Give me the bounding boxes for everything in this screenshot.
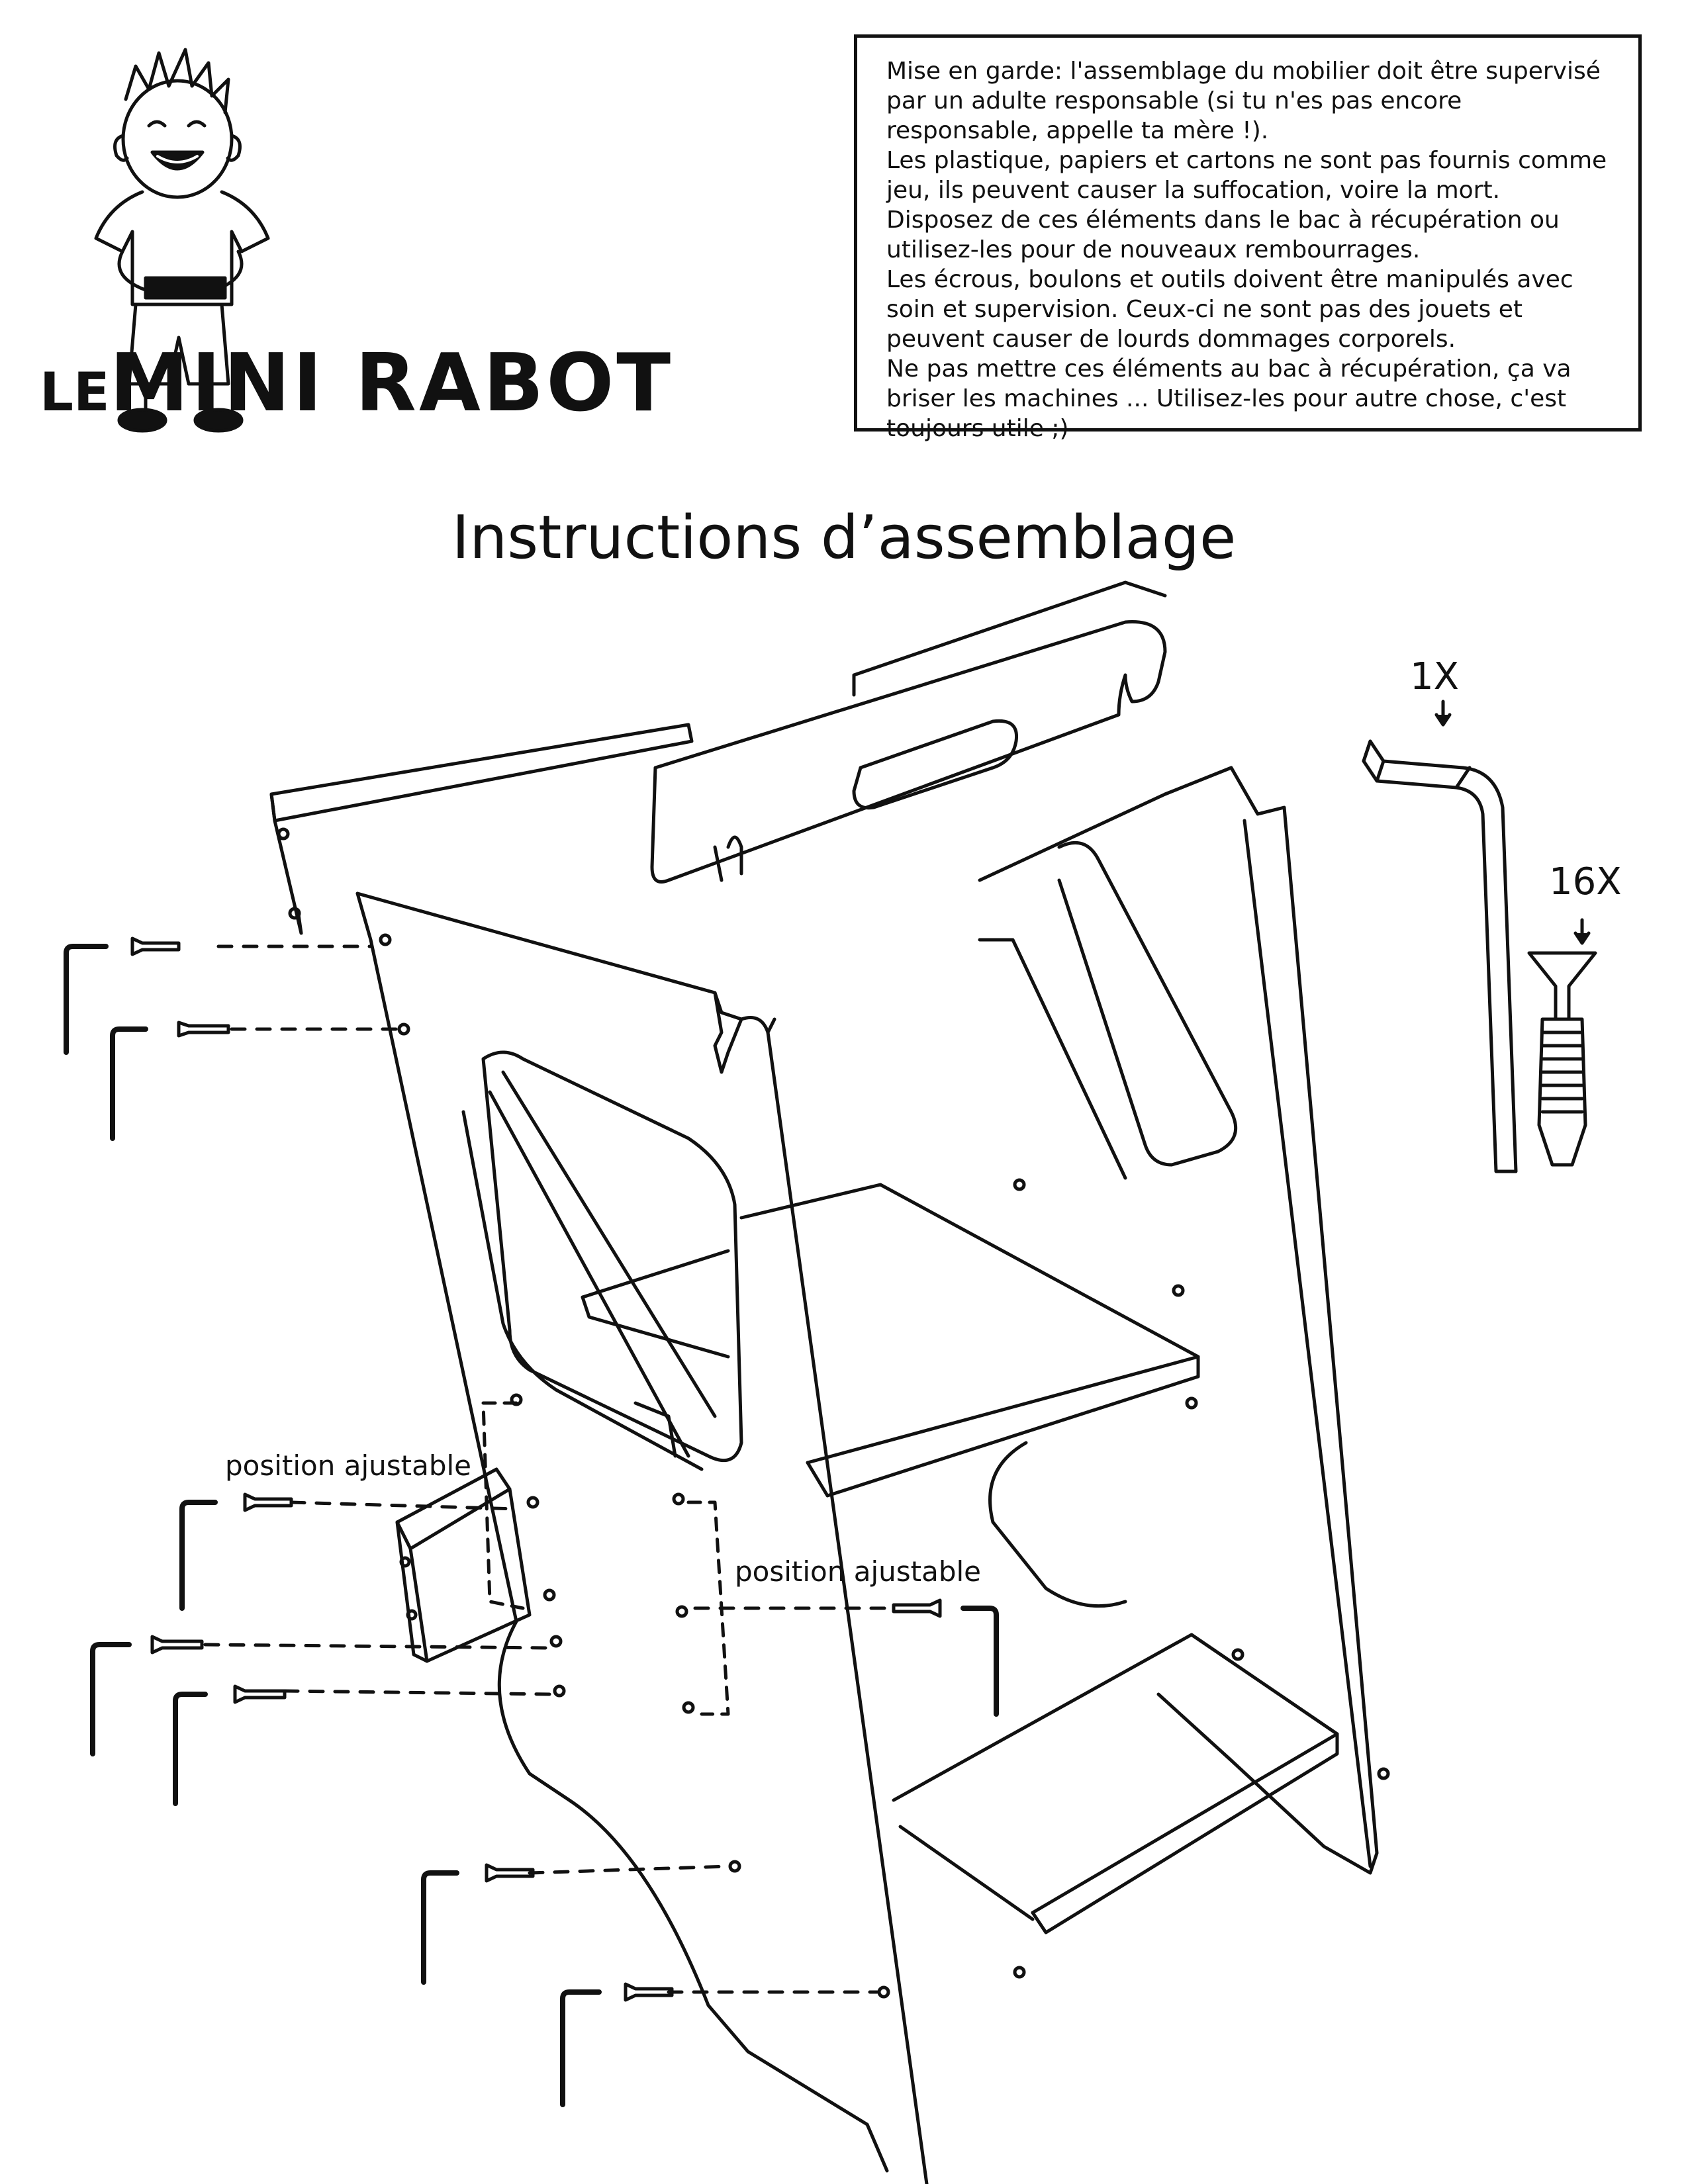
qty-arrows xyxy=(1434,700,1591,945)
adjustable-bracket-left xyxy=(481,1401,525,1610)
page-title: Instructions d’assemblage xyxy=(451,503,1237,572)
top-rail-left xyxy=(269,723,694,935)
logo-wordmark: LEMINI RABOT xyxy=(40,344,673,424)
warning-paragraph-1: Mise en garde: l'assemblage du mobilier … xyxy=(886,58,1601,144)
screw-guide-lines xyxy=(203,944,889,1994)
mini-rabot-logo xyxy=(94,48,270,433)
logo-wordmark-prefix: LE xyxy=(40,361,110,423)
screw-part xyxy=(1527,951,1597,1167)
lower-step xyxy=(892,1633,1339,1979)
adjustable-position-label-right: position ajustable xyxy=(735,1555,981,1588)
logo-wordmark-main: MINI RABOT xyxy=(109,338,674,430)
left-side-panel xyxy=(355,891,929,2184)
warning-paragraph-2: Les plastique, papiers et cartons ne son… xyxy=(886,147,1607,263)
screws xyxy=(130,936,942,2002)
allen-keys xyxy=(64,944,999,2107)
upper-step xyxy=(581,1183,1200,1608)
warning-paragraph-3: Les écrous, boulons et outils doivent êt… xyxy=(886,266,1573,353)
handle-board xyxy=(650,580,1167,884)
right-side-panel xyxy=(978,766,1390,1875)
warning-paragraph-4: Ne pas mettre ces éléments au bac à récu… xyxy=(886,355,1571,442)
allen-key-part xyxy=(1362,739,1518,1173)
adjustable-position-label-left: position ajustable xyxy=(225,1449,471,1482)
screw-quantity: 16X xyxy=(1549,860,1622,903)
allen-key-quantity: 1X xyxy=(1410,655,1459,698)
warning-box: Mise en garde: l'assemblage du mobilier … xyxy=(854,34,1642,442)
